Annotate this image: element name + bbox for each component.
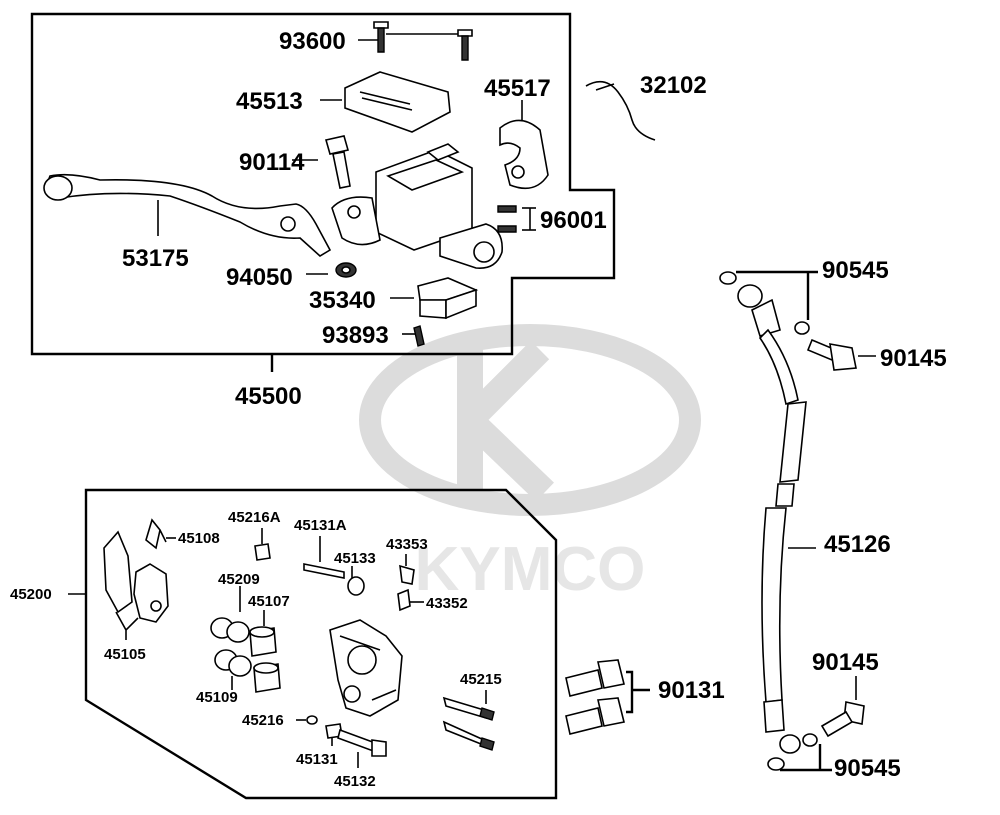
seals-45109 bbox=[214, 649, 252, 690]
seals-45209 bbox=[210, 586, 250, 643]
bleed-cap-45216 bbox=[296, 715, 318, 725]
boot-45133 bbox=[347, 566, 365, 596]
label-45107: 45107 bbox=[248, 593, 290, 610]
screws-96001 bbox=[497, 205, 536, 233]
label-53175: 53175 bbox=[122, 245, 189, 272]
bolts-90131 bbox=[565, 659, 650, 735]
label-45126: 45126 bbox=[824, 531, 891, 558]
label-45517: 45517 bbox=[484, 75, 551, 102]
bolt-90114 bbox=[292, 135, 351, 189]
label-90545-bottom: 90545 bbox=[834, 755, 901, 782]
label-45200: 45200 bbox=[10, 586, 52, 603]
label-94050: 94050 bbox=[226, 264, 293, 291]
label-45133: 45133 bbox=[334, 550, 376, 567]
label-90114: 90114 bbox=[239, 149, 305, 176]
label-45216A: 45216A bbox=[228, 509, 281, 526]
brake-lever-53175 bbox=[43, 173, 332, 257]
brake-hose-45126 bbox=[719, 271, 816, 771]
part-labels: 93600 45513 45517 32102 90114 96001 5317… bbox=[10, 28, 947, 790]
label-90145-bottom: 90145 bbox=[812, 649, 879, 676]
assembly-box-45200 bbox=[84, 488, 558, 800]
washers-90545-top bbox=[736, 270, 818, 335]
label-45513: 45513 bbox=[236, 88, 303, 115]
pad-spring-45108 bbox=[145, 518, 176, 550]
brake-pads-45105 bbox=[103, 530, 169, 640]
label-93600: 93600 bbox=[279, 28, 346, 55]
screw-93893 bbox=[402, 325, 425, 347]
caliper-body bbox=[329, 619, 403, 717]
label-96001: 96001 bbox=[540, 207, 607, 234]
label-45215: 45215 bbox=[460, 671, 502, 688]
label-45216: 45216 bbox=[242, 712, 284, 729]
label-93893: 93893 bbox=[322, 322, 389, 349]
label-45109: 45109 bbox=[196, 689, 238, 706]
kymco-watermark: KYMCO bbox=[359, 324, 701, 604]
label-45209: 45209 bbox=[218, 571, 260, 588]
label-45132: 45132 bbox=[334, 773, 376, 790]
label-45131: 45131 bbox=[296, 751, 338, 768]
master-cylinder-body bbox=[331, 143, 503, 269]
screws-93600 bbox=[358, 21, 473, 61]
assembly-box-45500 bbox=[30, 12, 616, 356]
bleed-cap-45216A bbox=[254, 528, 271, 561]
label-43353: 43353 bbox=[386, 536, 428, 553]
label-45108: 45108 bbox=[178, 530, 220, 547]
pistons-45107 bbox=[249, 610, 281, 693]
label-43352: 43352 bbox=[426, 595, 468, 612]
washers-90545-bottom bbox=[780, 733, 832, 772]
slide-pin-45131A bbox=[303, 536, 345, 579]
brake-switch-35340 bbox=[390, 277, 479, 320]
reservoir-cap-45513 bbox=[320, 71, 451, 133]
label-90545-top: 90545 bbox=[822, 257, 889, 284]
wire-32102 bbox=[585, 80, 656, 141]
label-35340: 35340 bbox=[309, 287, 376, 314]
washer-94050 bbox=[306, 262, 357, 278]
bleeder-43353 bbox=[399, 554, 415, 585]
label-90131: 90131 bbox=[658, 677, 725, 704]
pad-pins-45215 bbox=[442, 690, 495, 751]
watermark-text: KYMCO bbox=[415, 535, 646, 604]
label-90145-top: 90145 bbox=[880, 345, 947, 372]
bolt-45132 bbox=[337, 728, 387, 768]
bleeder-43352 bbox=[397, 588, 424, 612]
bolt-90145-top bbox=[806, 338, 876, 371]
label-45500: 45500 bbox=[235, 383, 302, 410]
handlebar-clamp-45517 bbox=[499, 100, 549, 190]
bolt-90145-bottom bbox=[820, 676, 865, 738]
label-45105: 45105 bbox=[104, 646, 146, 663]
label-45131A: 45131A bbox=[294, 517, 347, 534]
label-32102: 32102 bbox=[640, 72, 707, 99]
